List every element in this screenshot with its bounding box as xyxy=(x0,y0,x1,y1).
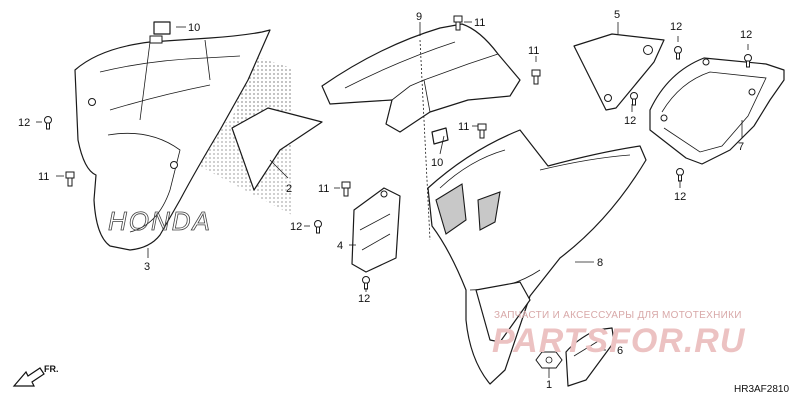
part-10-clip-mid xyxy=(431,127,449,145)
callout-7: 7 xyxy=(738,141,744,153)
callout-12-a: 12 xyxy=(18,117,30,129)
watermark-site: PARTSFOR.RU xyxy=(492,322,746,360)
callout-5: 5 xyxy=(614,9,620,21)
callout-12-e: 12 xyxy=(624,115,636,127)
callout-11-b: 11 xyxy=(528,45,539,57)
callout-10-mid: 10 xyxy=(431,157,443,169)
diagram-code: HR3AF2810 xyxy=(734,384,789,395)
callout-12-c: 12 xyxy=(358,293,370,305)
part-1-nut xyxy=(535,351,563,369)
part-3-left-side-cover: HONDA xyxy=(74,29,271,251)
honda-logo-left: HONDA xyxy=(108,206,212,236)
callout-2: 2 xyxy=(286,183,292,195)
part-2-side-sheet xyxy=(231,107,323,191)
callout-3: 3 xyxy=(144,261,150,273)
callout-4: 4 xyxy=(337,240,343,252)
callout-11-e: 11 xyxy=(38,171,49,183)
part-6-small-cover xyxy=(565,327,615,387)
callout-11-d: 11 xyxy=(318,183,329,195)
part-9-top-cover xyxy=(321,23,521,133)
callout-9: 9 xyxy=(416,11,422,23)
watermark: ЗАПЧАСТИ И АКСЕССУАРЫ ДЛЯ МОТОТЕХНИКИ PA… xyxy=(492,310,746,360)
front-direction-arrow: FR. xyxy=(12,364,59,387)
part-10-clip-top xyxy=(153,21,171,35)
part-5-plate xyxy=(573,33,665,111)
callout-12-f: 12 xyxy=(740,29,752,41)
part-7-panel xyxy=(649,57,785,165)
part-4-bracket xyxy=(351,187,401,273)
direction-label: FR. xyxy=(44,364,59,374)
callout-12-g: 12 xyxy=(674,191,686,203)
callout-12-d: 12 xyxy=(670,21,682,33)
part-8-right-side-cover xyxy=(427,129,647,385)
callout-12-b: 12 xyxy=(290,221,302,233)
leader-lines xyxy=(36,21,749,378)
callout-11-a: 11 xyxy=(474,17,485,29)
callout-labels: 10 10 9 5 7 8 6 4 3 2 1 11 11 11 11 11 1… xyxy=(18,9,752,391)
watermark-tagline: ЗАПЧАСТИ И АКСЕССУАРЫ ДЛЯ МОТОТЕХНИКИ xyxy=(494,310,742,321)
callout-1: 1 xyxy=(546,379,552,391)
bolts xyxy=(44,15,752,290)
callout-6: 6 xyxy=(617,345,623,357)
callout-8: 8 xyxy=(597,257,603,269)
callout-11-c: 11 xyxy=(458,121,469,133)
callout-10-top: 10 xyxy=(188,22,200,34)
